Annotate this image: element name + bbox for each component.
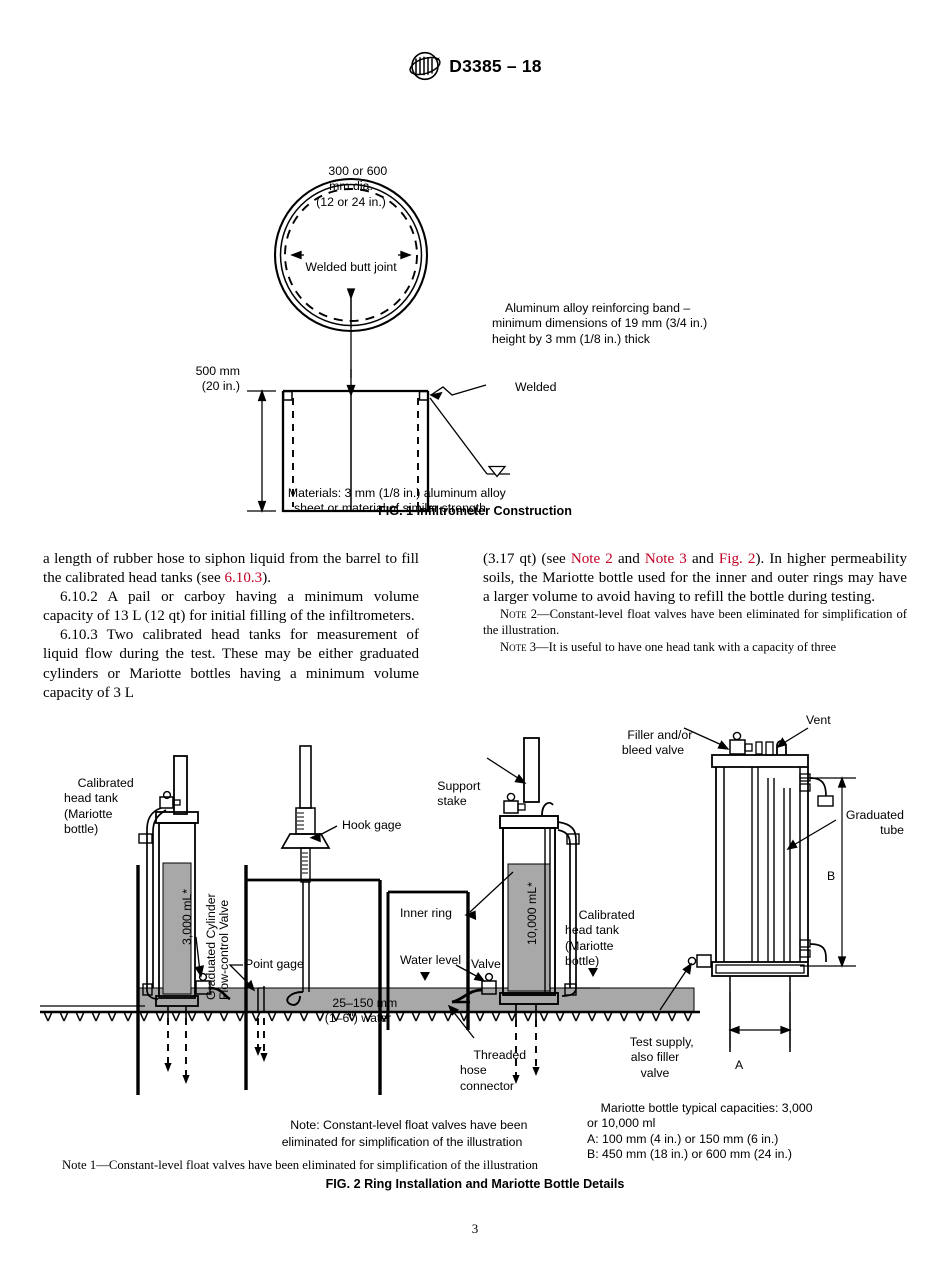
side-fitting-bottom	[799, 939, 827, 962]
figure-2-drawing	[0, 700, 950, 1120]
capacities-legend: Mariotte bottle typical capacities: 3,00…	[587, 1100, 813, 1162]
figure-2-leaders	[194, 757, 527, 1039]
right-tank-volume-label: 10,000 mL*	[525, 882, 539, 945]
height-dimension-label: 500 mm (20 in.)	[195, 363, 240, 394]
support-stake-label: Support stake	[437, 778, 481, 809]
vent-label: Vent	[806, 713, 831, 727]
paragraph-6-10-3: 6.10.3 Two calibrated head tanks for mea…	[43, 627, 419, 701]
note-3: Note 3—It is useful to have one head tan…	[500, 639, 837, 654]
elevation-view	[281, 389, 430, 513]
test-supply-valve-label: Test supply, also filler valve	[629, 1034, 694, 1080]
left-mariotte-bottle	[138, 755, 231, 1018]
inner-ring-label: Inner ring	[400, 906, 452, 920]
welded-leader	[429, 397, 510, 478]
point-gage-label: Point gage	[245, 957, 304, 971]
flow-control-valve-left	[195, 972, 231, 1001]
paragraph-intro: a length of rubber hose to siphon liquid…	[43, 551, 419, 587]
water-level-marker	[420, 972, 430, 981]
welded-label: Welded	[515, 380, 557, 394]
band-callout-leader	[429, 384, 487, 400]
dimension-b	[800, 776, 856, 968]
filler-bleed-valve-label: Filler and/or bleed valve	[621, 727, 693, 758]
water-level-label: Water level	[400, 953, 462, 967]
weld-joint-leader	[346, 288, 356, 378]
right-mariotte-bottle	[499, 737, 580, 1020]
dimension-b-label: B	[827, 869, 836, 883]
link-note-3[interactable]: Note 3	[644, 551, 687, 567]
plan-diameter-label: 300 or 600 mm dia. (12 or 24 in.)	[316, 163, 388, 209]
left-tank-volume-label: 3,000 mL*	[180, 888, 194, 945]
note-2: Note 2—Constant-level float valves have …	[483, 607, 907, 637]
valve-right	[451, 972, 497, 1004]
mariotte-detail	[659, 727, 856, 1052]
diameter-arrows	[290, 250, 412, 260]
flow-control-valve-label: Flow-control Valve	[217, 899, 231, 1000]
dimension-a	[728, 992, 792, 1048]
paragraph-capacity: (3.17 qt) (see Note 2 and Note 3 and Fig…	[483, 551, 907, 606]
figure-1-drawing	[0, 88, 950, 513]
dimension-a-label: A	[735, 1058, 744, 1072]
right-tank-label: Calibrated head tank (Mariotte bottle)	[565, 907, 635, 969]
hook-gage-label: Hook gage	[342, 818, 402, 832]
body-column-left: a length of rubber hose to siphon liquid…	[43, 550, 419, 703]
link-note-2[interactable]: Note 2	[570, 551, 613, 567]
figure-1-caption: FIG. 1 Infiltrometer Construction	[378, 504, 572, 518]
top-valve-right	[503, 792, 554, 816]
point-gage	[257, 986, 265, 1012]
materials-note: Materials: 3 mm (1/8 in.) aluminum alloy…	[287, 485, 506, 516]
water-band	[138, 988, 694, 1012]
astm-logo-icon	[408, 51, 442, 81]
top-valve-left	[159, 790, 181, 809]
body-column-right: (3.17 qt) (see Note 2 and Note 3 and Fig…	[483, 550, 907, 655]
flow-arrows	[167, 1018, 537, 1080]
graduated-tube-label: Graduated tube	[845, 807, 904, 838]
figure-2-inner-note: Note: Constant-level float valves have b…	[281, 1118, 528, 1149]
ground-line	[40, 1005, 700, 1022]
test-supply-valve	[687, 954, 712, 968]
left-tank-label: Calibrated head tank (Mariotte bottle)	[64, 775, 134, 837]
welded-butt-joint-label: Welded butt joint	[305, 260, 397, 274]
link-6-10-3[interactable]: 6.10.3	[224, 570, 263, 587]
water-depth-label: 25–150 mm (1–6") water	[324, 995, 398, 1026]
threaded-hose-connector-label: Threaded hose connector	[460, 1047, 527, 1093]
page-header: D3385 – 18	[0, 51, 950, 81]
page-number: 3	[471, 1221, 479, 1236]
figure-2-caption: FIG. 2 Ring Installation and Mariotte Bo…	[325, 1177, 625, 1191]
filler-bleed-valve	[729, 731, 763, 755]
height-dimension	[247, 389, 276, 513]
center-ring	[246, 878, 382, 1095]
paragraph-6-10-2: 6.10.2 A pail or carboy having a minimum…	[43, 589, 419, 625]
valve-label: Valve	[471, 957, 501, 971]
reinforcing-band-note: Aluminum alloy reinforcing band – minimu…	[492, 300, 708, 346]
standard-designation: D3385 – 18	[449, 55, 542, 76]
link-fig-2[interactable]: Fig. 2	[718, 551, 756, 567]
figure-2-note-1: Note 1—Constant-level float valves have …	[62, 1158, 539, 1172]
